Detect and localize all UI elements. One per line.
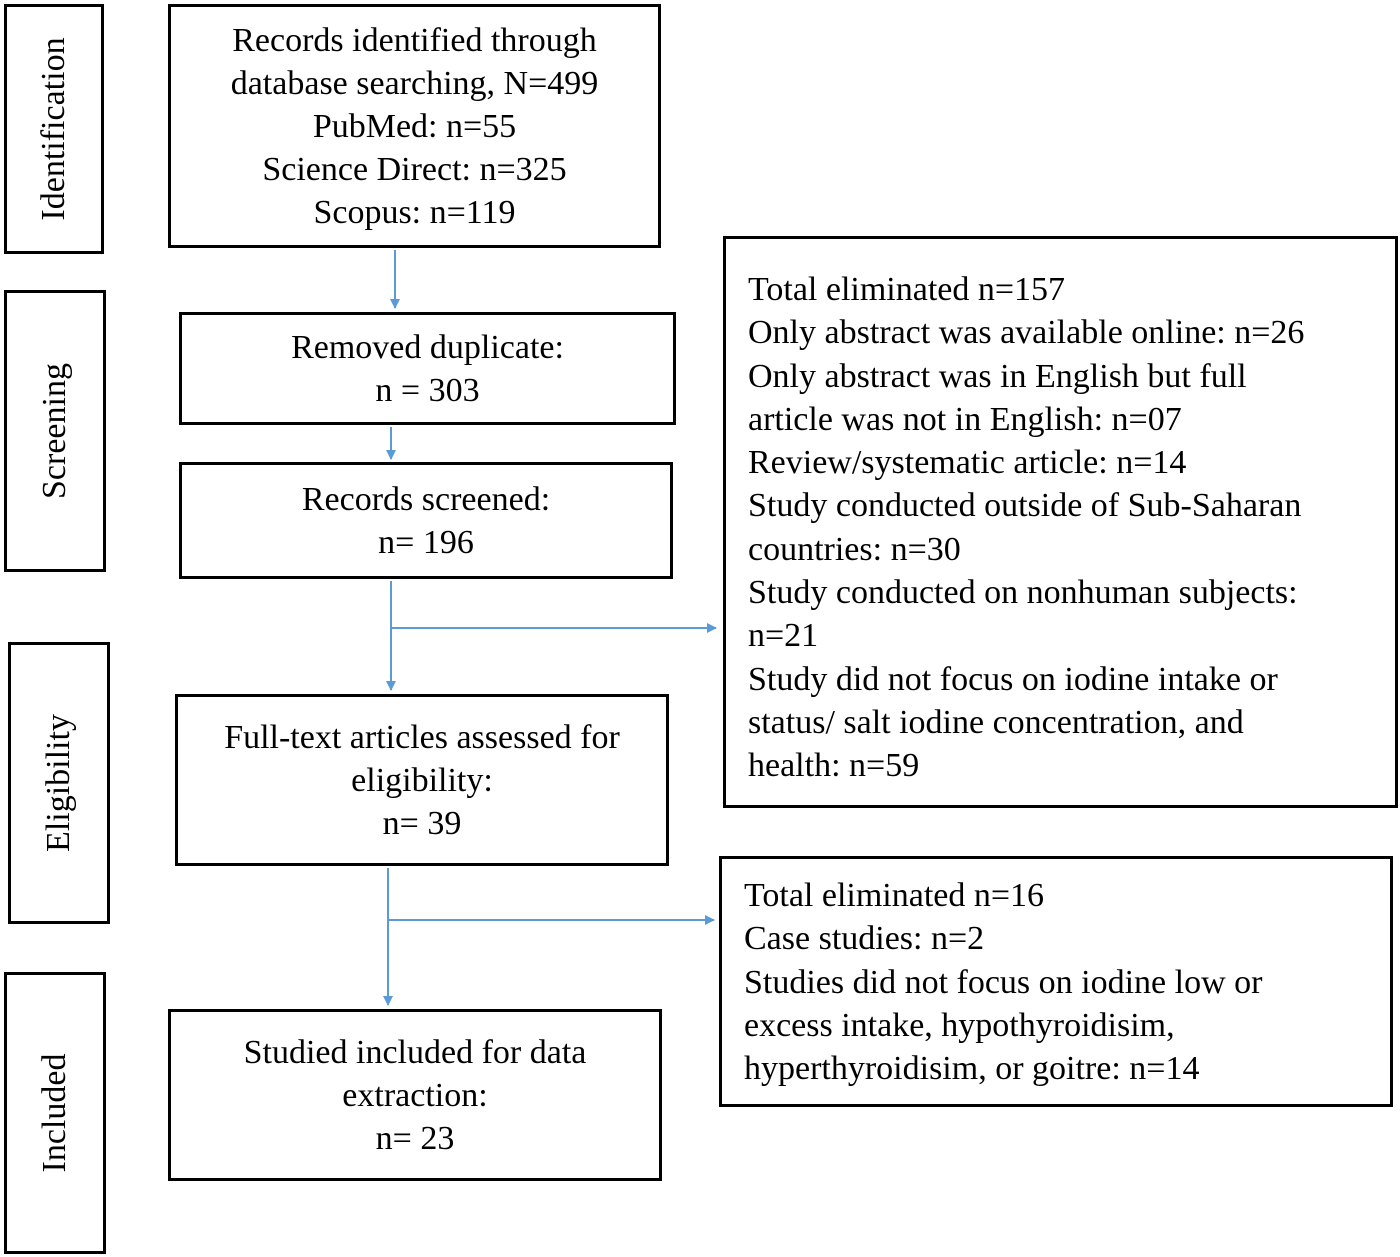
studies-included-line: n= 23 [375, 1119, 455, 1157]
full-text-assessed-box: Full-text articles assessed for eligibil… [175, 694, 669, 866]
records-identified-line: Scopus: n=119 [313, 193, 516, 231]
excluded-screening-line: countries: n=30 [748, 530, 961, 568]
studies-included-box: Studied included for data extraction: n=… [168, 1009, 662, 1181]
excluded-eligibility-line: Case studies: n=2 [744, 920, 985, 958]
records-screened-box: Records screened: n= 196 [179, 462, 673, 579]
stage-screening: Screening [4, 290, 106, 572]
excluded-eligibility-box: Total eliminated n=16 Case studies: n=2 … [719, 856, 1393, 1107]
studies-included-line: extraction: [342, 1076, 488, 1114]
excluded-screening-line: Study did not focus on iodine intake or [748, 660, 1278, 698]
removed-duplicate-box: Removed duplicate: n = 303 [179, 312, 676, 425]
excluded-screening-line: health: n=59 [748, 747, 920, 785]
excluded-eligibility-line: Studies did not focus on iodine low or [744, 963, 1263, 1001]
stage-eligibility: Eligibility [8, 642, 110, 924]
records-screened-line: Records screened: [301, 480, 551, 518]
excluded-screening-line: n=21 [748, 617, 819, 655]
stage-identification: Identification [4, 4, 104, 254]
full-text-assessed-line: eligibility: [351, 761, 493, 799]
full-text-assessed-line: n= 39 [382, 804, 462, 842]
records-identified-line: Records identified through [232, 21, 597, 59]
records-identified-box: Records identified through database sear… [168, 4, 661, 248]
excluded-screening-line: article was not in English: n=07 [748, 400, 1182, 438]
excluded-screening-box: Total eliminated n=157 Only abstract was… [723, 236, 1398, 808]
full-text-assessed-line: Full-text articles assessed for [224, 718, 620, 756]
excluded-eligibility-line: excess intake, hypothyroidisim, [744, 1006, 1175, 1044]
records-identified-line: PubMed: n=55 [312, 107, 517, 145]
removed-duplicate-line: Removed duplicate: [291, 328, 564, 366]
records-screened-line: n= 196 [378, 523, 474, 561]
excluded-eligibility-line: hyperthyroidisim, or goitre: n=14 [744, 1050, 1200, 1088]
excluded-screening-line: Review/systematic article: n=14 [748, 444, 1187, 482]
removed-duplicate-line: n = 303 [375, 371, 480, 409]
stage-included: Included [4, 972, 106, 1254]
studies-included-line: Studied included for data [243, 1033, 587, 1071]
excluded-screening-line: Only abstract was in English but full [748, 357, 1247, 395]
excluded-screening-line: Total eliminated n=157 [748, 271, 1066, 308]
excluded-eligibility-line: Total eliminated n=16 [744, 877, 1045, 914]
excluded-screening-line: Only abstract was available online: n=26 [748, 314, 1305, 352]
records-identified-line: Science Direct: n=325 [262, 150, 567, 188]
excluded-screening-line: Study conducted outside of Sub-Saharan [748, 487, 1302, 525]
records-identified-line: database searching, N=499 [230, 64, 599, 102]
excluded-screening-line: Study conducted on nonhuman subjects: [748, 574, 1298, 612]
excluded-screening-line: status/ salt iodine concentration, and [748, 703, 1244, 741]
